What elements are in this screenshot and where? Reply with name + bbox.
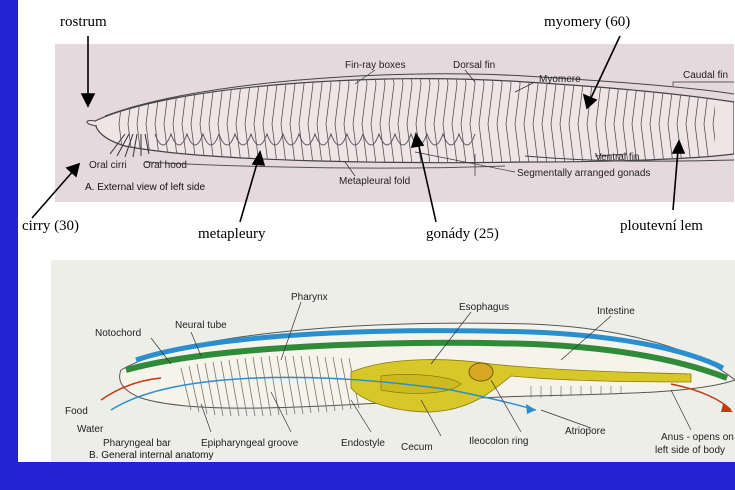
label-pharyngeal-bar: Pharyngeal bar <box>103 438 171 449</box>
label-esophagus: Esophagus <box>459 302 509 313</box>
label-atriopore: Atriopore <box>565 426 606 437</box>
label-food: Food <box>65 406 88 417</box>
annotation-cirry: cirry (30) <box>22 218 79 235</box>
label-intestine: Intestine <box>597 306 635 317</box>
label-ileocolon-ring: Ileocolon ring <box>469 436 528 447</box>
ileocolon-ring <box>469 363 493 381</box>
panel-b-caption: B. General internal anatomy <box>89 450 214 461</box>
annotation-rostrum: rostrum <box>60 14 107 31</box>
label-notochord: Notochord <box>95 328 141 339</box>
slide: Fin-ray boxes Dorsal fin Myomere Caudal … <box>18 0 735 462</box>
panel-b-internal-anatomy: Pharynx Esophagus Intestine Notochord Ne… <box>51 260 735 462</box>
label-anus-line2: left side of body <box>655 445 725 456</box>
label-pharynx: Pharynx <box>291 292 328 303</box>
label-anus: Anus - opens on <box>661 432 734 443</box>
label-epipharyngeal-groove: Epipharyngeal groove <box>201 438 299 449</box>
annotation-myomery: myomery (60) <box>544 14 630 31</box>
annotation-gonady: gonády (25) <box>426 226 499 243</box>
annotation-metapleury: metapleury <box>198 226 265 243</box>
label-water: Water <box>77 424 104 435</box>
label-cecum: Cecum <box>401 442 433 453</box>
annotation-ploutevni-lem: ploutevní lem <box>620 218 703 235</box>
label-neural-tube: Neural tube <box>175 320 227 331</box>
label-endostyle: Endostyle <box>341 438 385 449</box>
